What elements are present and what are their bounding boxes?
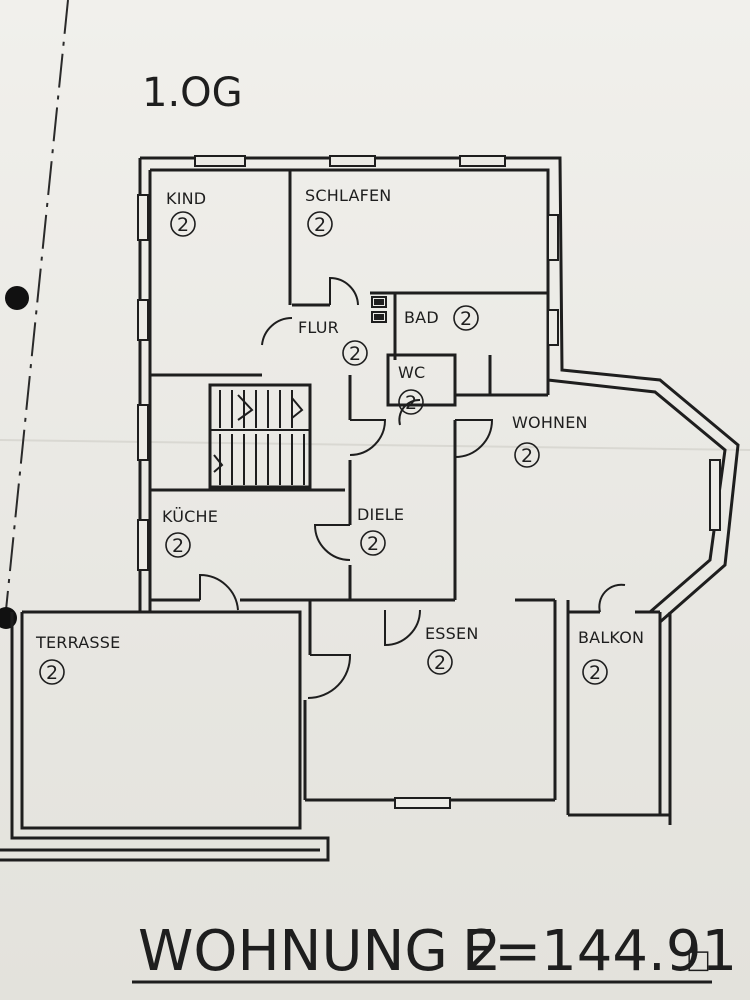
room-bad: BAD 2	[404, 305, 479, 331]
floor-label: 1.OG	[142, 70, 243, 116]
svg-text:KIND: KIND	[166, 189, 206, 208]
svg-text:KÜCHE: KÜCHE	[162, 507, 218, 526]
svg-text:2: 2	[314, 214, 326, 236]
apartment-name: WOHNUNG 2	[138, 919, 501, 984]
punch-hole	[5, 286, 29, 310]
room-wohnen: WOHNEN 2	[512, 413, 588, 468]
svg-text:2: 2	[460, 308, 472, 330]
svg-text:ESSEN: ESSEN	[425, 624, 479, 643]
svg-text:2: 2	[46, 662, 58, 684]
svg-text:2: 2	[589, 662, 601, 684]
room-wc: WC 2	[398, 363, 425, 415]
room-flur: FLUR 2	[298, 318, 368, 366]
svg-text:TERRASSE: TERRASSE	[35, 633, 120, 652]
svg-text:2: 2	[521, 445, 533, 467]
windows	[137, 155, 721, 809]
svg-text:BALKON: BALKON	[578, 628, 644, 647]
room-schlafen: SCHLAFEN 2	[305, 186, 391, 237]
svg-text:2: 2	[172, 535, 184, 557]
room-balkon: BALKON 2	[578, 628, 644, 685]
fixtures	[374, 299, 384, 320]
svg-text:SCHLAFEN: SCHLAFEN	[305, 186, 391, 205]
margin-line	[5, 0, 69, 611]
room-diele: DIELE 2	[357, 505, 404, 556]
svg-text:DIELE: DIELE	[357, 505, 404, 524]
room-essen: ESSEN 2	[425, 624, 479, 675]
svg-text:WC: WC	[398, 363, 425, 382]
area-unit: □	[686, 945, 711, 975]
stairs	[210, 390, 310, 485]
svg-text:BAD: BAD	[404, 308, 439, 327]
room-kind: KIND 2	[166, 189, 206, 237]
svg-text:2: 2	[349, 343, 361, 365]
title-block: WOHNUNG 2 F=144.91 □	[132, 919, 737, 984]
room-terrasse: TERRASSE 2	[35, 633, 120, 685]
punch-hole	[0, 607, 17, 629]
svg-text:FLUR: FLUR	[298, 318, 339, 337]
svg-text:2: 2	[177, 214, 189, 236]
svg-text:2: 2	[405, 392, 417, 414]
svg-text:WOHNEN: WOHNEN	[512, 413, 588, 432]
room-kueche: KÜCHE 2	[162, 507, 218, 558]
doors	[199, 276, 626, 699]
svg-text:2: 2	[367, 533, 379, 555]
apartment-area: F=144.91	[462, 919, 737, 984]
svg-text:2: 2	[434, 652, 446, 674]
